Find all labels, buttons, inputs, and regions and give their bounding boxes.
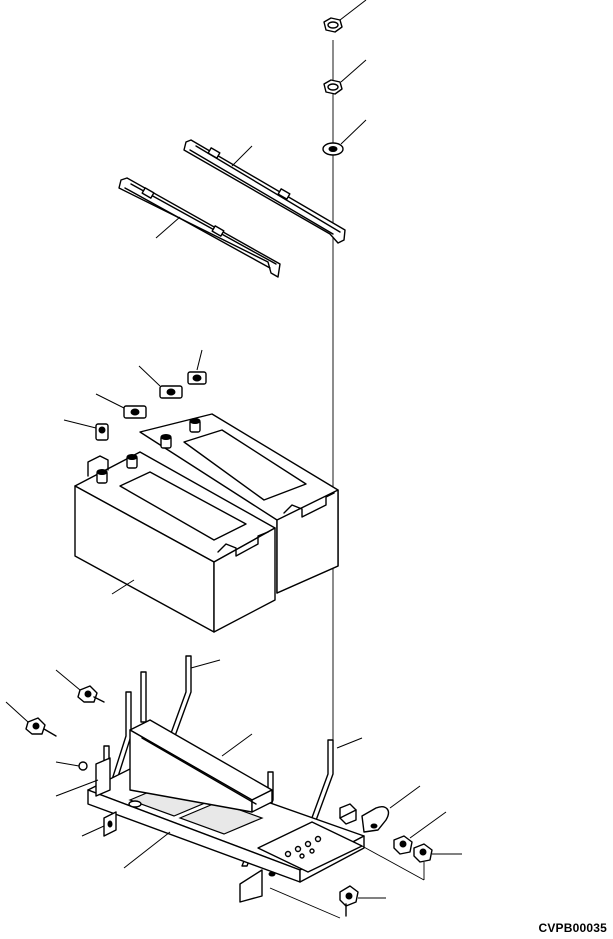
battery-rear bbox=[140, 414, 338, 593]
tray-side-bracket bbox=[56, 758, 116, 836]
bolt-right-lower bbox=[414, 844, 462, 862]
bolt-bottom bbox=[340, 886, 386, 916]
bolt-assembly-leader-3 bbox=[270, 888, 340, 918]
bolt-left-lower bbox=[6, 702, 56, 736]
drawing-code-label: CVPB00035 bbox=[538, 921, 607, 935]
terminal-clamp-2 bbox=[139, 366, 182, 398]
spacer-block bbox=[340, 804, 356, 824]
battery-post-1 bbox=[97, 470, 107, 484]
nut-middle bbox=[324, 60, 366, 94]
battery-post-2 bbox=[127, 455, 137, 469]
hold-down-bar-rear bbox=[184, 140, 345, 243]
terminal-clamp-1 bbox=[188, 350, 206, 384]
washer bbox=[323, 120, 366, 155]
bolt-assembly-leader-1 bbox=[362, 846, 424, 880]
bolt-right-upper bbox=[394, 812, 446, 854]
battery-post-4 bbox=[190, 419, 200, 433]
terminal-clamp-4 bbox=[64, 420, 108, 440]
terminal-clamp-3 bbox=[96, 394, 146, 418]
tray-cross-member bbox=[130, 720, 272, 812]
washer-left bbox=[56, 762, 87, 770]
cable-clip bbox=[362, 786, 420, 832]
battery-post-3 bbox=[161, 435, 171, 449]
nut-top bbox=[324, 0, 366, 32]
mounting-plate-right bbox=[240, 822, 362, 902]
battery-front bbox=[75, 452, 275, 632]
hold-down-bar-front bbox=[119, 178, 280, 277]
bolt-left-upper bbox=[56, 670, 104, 702]
